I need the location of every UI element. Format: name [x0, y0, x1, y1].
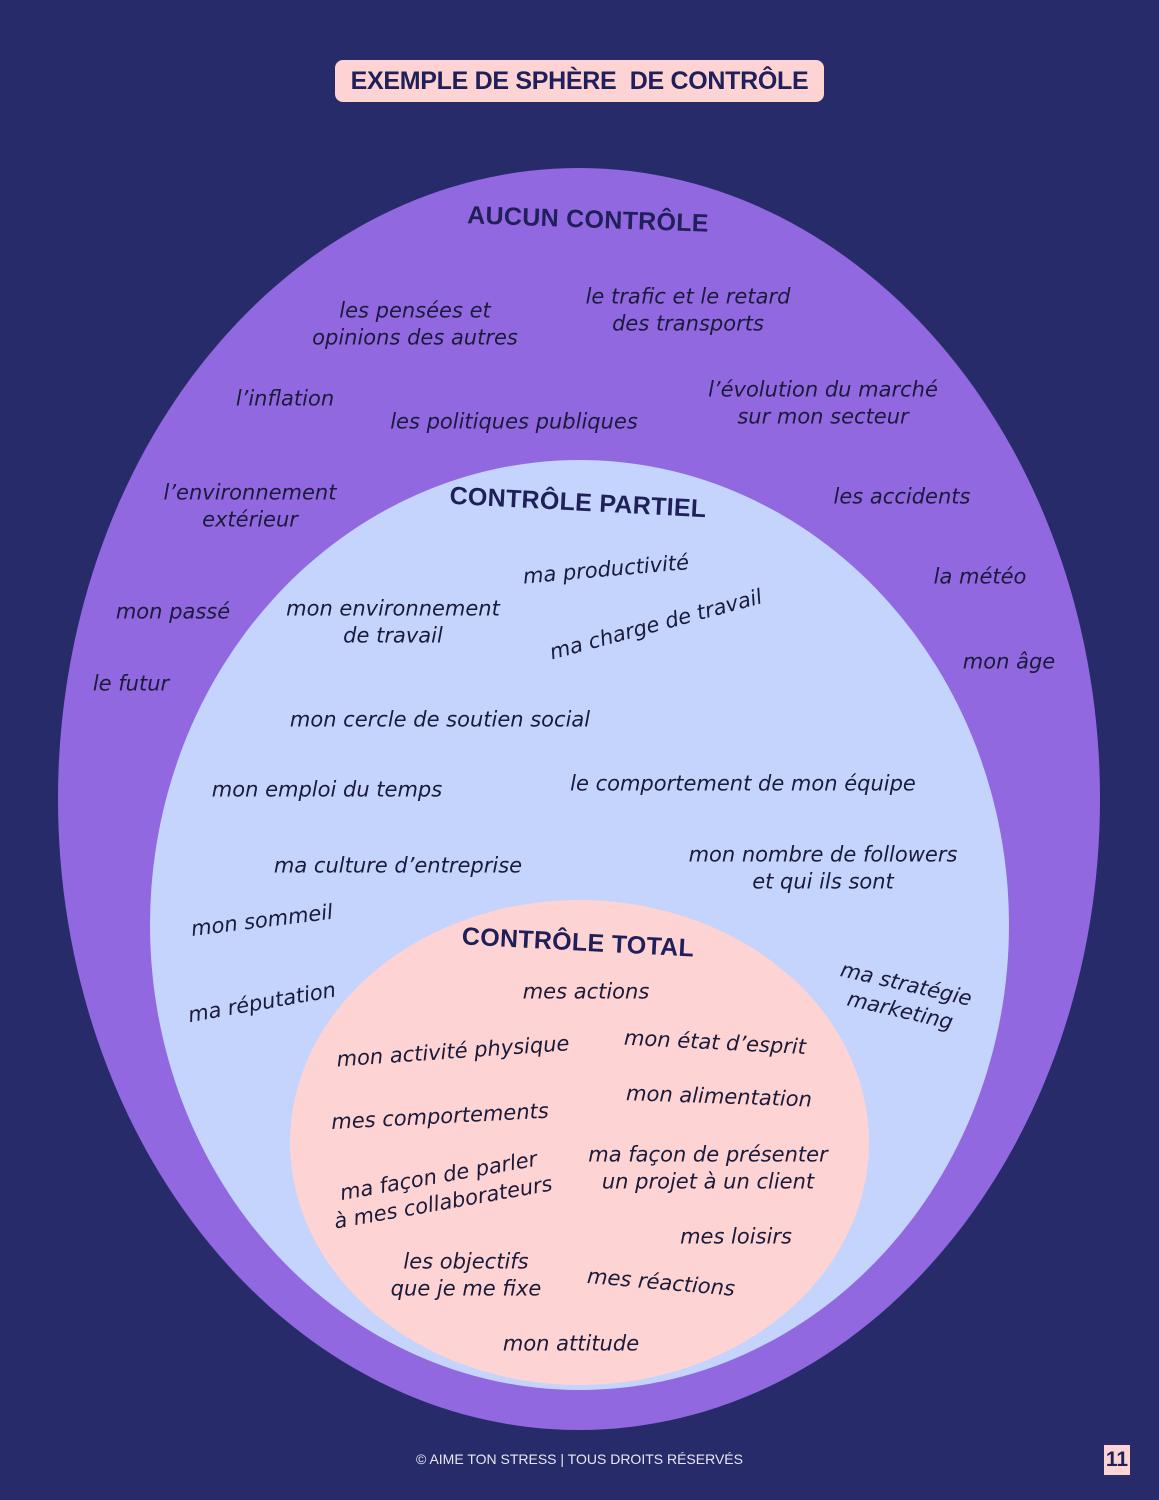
total-control-item: les objectifs que je me fixe	[390, 1249, 542, 1301]
none-control-item: l’environnement extérieur	[163, 480, 337, 532]
none-control-item: le trafic et le retard des transports	[585, 284, 791, 336]
none-control-item: les politiques publiques	[390, 409, 638, 434]
total-control-item: mon attitude	[502, 1331, 640, 1356]
partial-control-item: mon emploi du temps	[211, 777, 443, 802]
total-control-item: mes actions	[522, 979, 650, 1004]
page-number: 11	[1104, 1445, 1130, 1475]
none-control-item: l’évolution du marché sur mon secteur	[708, 377, 938, 429]
none-control-item: mon passé	[115, 599, 231, 624]
total-control-item: mes loisirs	[680, 1224, 792, 1249]
none-control-item: la météo	[933, 564, 1027, 589]
partial-control-item: mon nombre de followers et qui ils sont	[688, 842, 958, 894]
none-control-item: le futur	[92, 671, 170, 696]
partial-control-item: le comportement de mon équipe	[570, 771, 916, 796]
page-title: EXEMPLE DE SPHÈRE DE CONTRÔLE	[335, 60, 824, 102]
none-control-item: les pensées et opinions des autres	[312, 298, 518, 350]
none-control-item: mon âge	[962, 649, 1056, 674]
none-control-item: l’inflation	[235, 386, 335, 411]
partial-control-item: mon cercle de soutien social	[289, 707, 591, 732]
none-control-item: les accidents	[833, 484, 971, 509]
footer-copyright: © AIME TON STRESS | TOUS DROITS RÉSERVÉS	[416, 1451, 743, 1467]
total-control-item: ma façon de présenter un projet à un cli…	[588, 1142, 828, 1194]
partial-control-item: ma culture d’entreprise	[273, 853, 523, 878]
total-control-sphere	[290, 900, 869, 1385]
partial-control-item: mon environnement de travail	[286, 596, 500, 648]
